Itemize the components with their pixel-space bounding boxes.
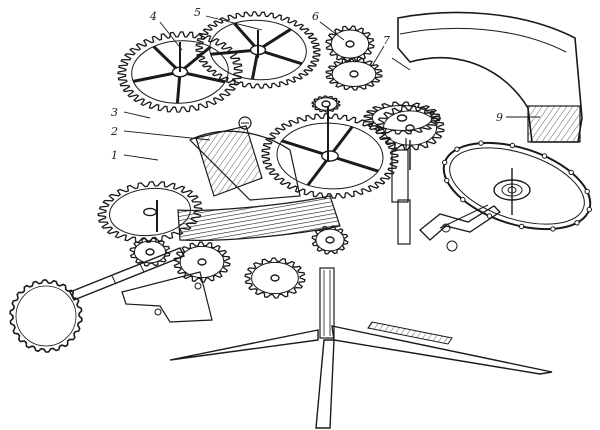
part-labels: 1 2 3 4 5 6 7 9 — [110, 6, 503, 162]
label-5: 5 — [194, 6, 201, 19]
intermediate-wheel — [173, 241, 231, 283]
gear-4-wheel — [117, 31, 243, 113]
gear-7-pinion — [325, 57, 383, 91]
winding-crown — [9, 279, 83, 353]
stand-legs — [169, 321, 553, 429]
label-4: 4 — [149, 10, 157, 23]
winding-wheel — [97, 181, 203, 243]
mainspring-barrel — [177, 116, 341, 241]
bridge-plate — [391, 11, 583, 143]
winding-stem — [69, 247, 213, 323]
hour-pinion — [311, 225, 349, 255]
center-post — [319, 138, 411, 339]
label-9: 9 — [496, 111, 503, 124]
gear-6-pinion — [325, 25, 375, 63]
barrel-cover — [311, 95, 341, 113]
escape-wheel-right — [363, 101, 441, 135]
center-wheel — [261, 113, 399, 199]
label-3: 3 — [111, 106, 118, 119]
leader-lines — [123, 15, 540, 161]
minute-wheel — [244, 257, 306, 299]
label-2: 2 — [110, 125, 118, 138]
label-7: 7 — [383, 34, 390, 47]
label-6: 6 — [312, 10, 319, 23]
third-pinion — [129, 237, 171, 267]
pallet-fork — [419, 205, 502, 252]
label-1: 1 — [111, 149, 118, 162]
balance-wheel — [439, 140, 592, 232]
